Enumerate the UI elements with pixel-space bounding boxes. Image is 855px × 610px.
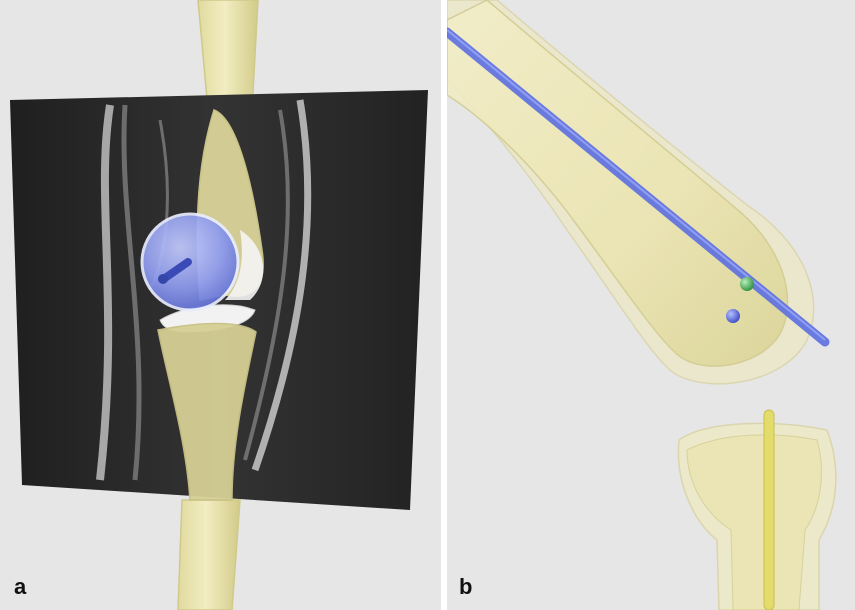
blue-marker (726, 309, 740, 323)
mri-knee-render (0, 0, 441, 610)
panel-a: a (0, 0, 441, 610)
panel-label-b: b (459, 574, 472, 600)
tibial-pin (764, 410, 774, 610)
tibia-shaft (178, 500, 240, 610)
femur-shaft (198, 0, 258, 110)
femur-axis-render (447, 0, 855, 610)
panel-b: b (447, 0, 855, 610)
panel-label-a: a (14, 574, 26, 600)
green-marker (740, 277, 754, 291)
